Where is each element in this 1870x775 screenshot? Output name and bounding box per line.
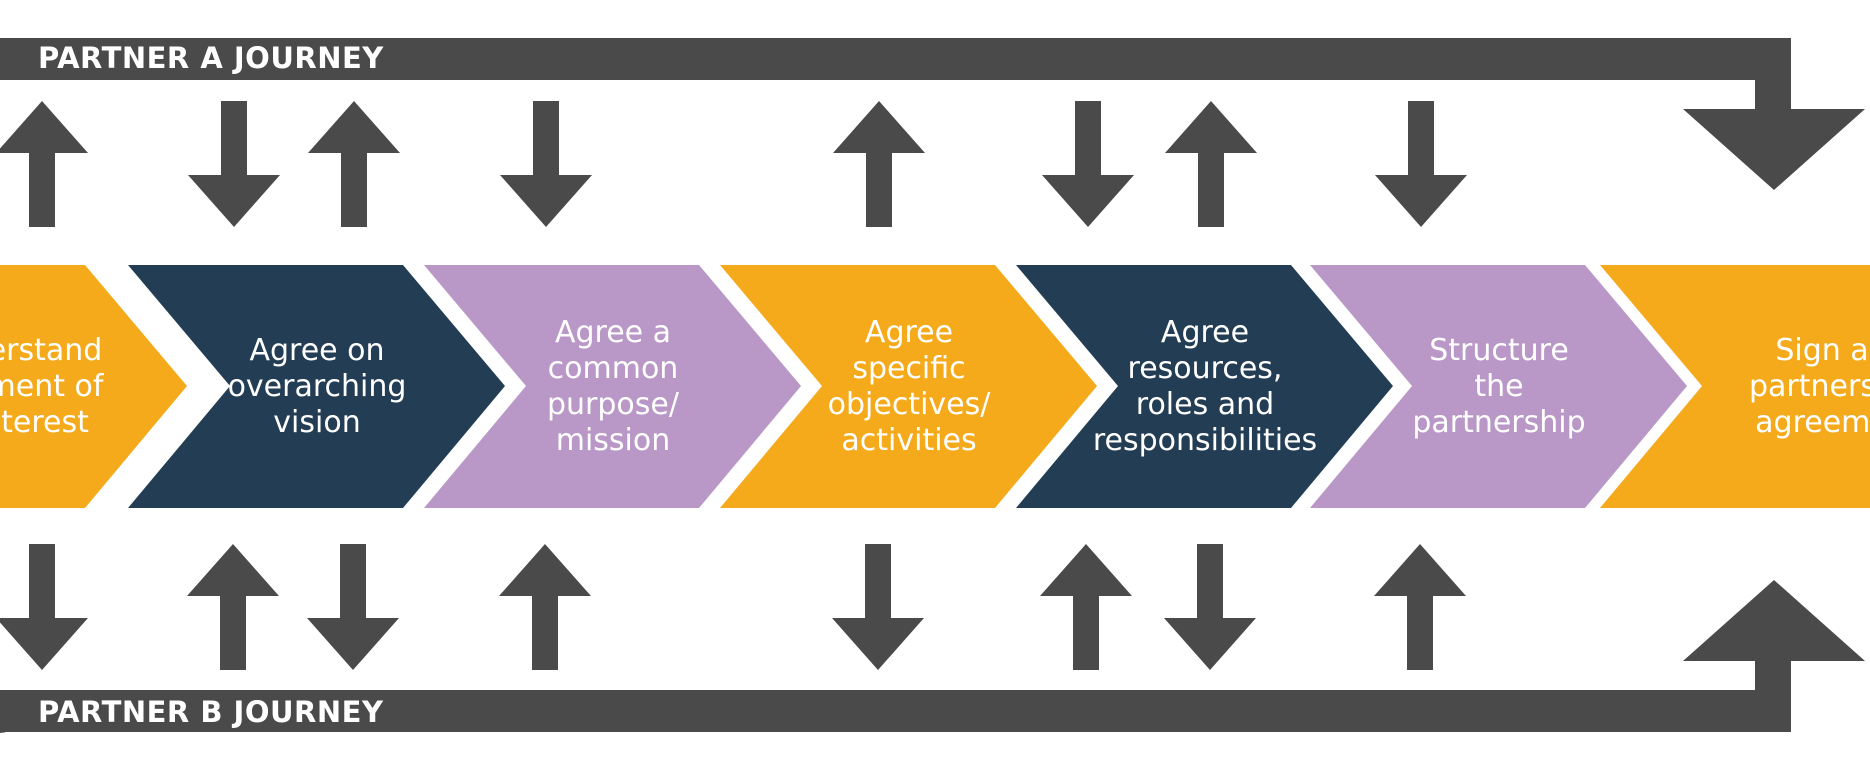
chevron-step-5-text: resources,: [1128, 351, 1283, 386]
bottom-down-arrow-icon: [832, 544, 924, 670]
chevron-step-5-text: Agree: [1161, 315, 1249, 350]
chevron-step-3: [424, 265, 801, 508]
chevron-step-6-text: Structure: [1429, 333, 1569, 368]
chevron-step-3-text: Agree a: [555, 315, 671, 350]
exchange-arrows: [0, 101, 1467, 670]
bottom-up-arrow-icon: [1040, 544, 1132, 670]
chevron-step-7-text: partnersh: [1749, 369, 1870, 404]
chevron-step-3-text: mission: [556, 423, 671, 458]
chevron-step-1-text: terest: [1, 405, 89, 440]
chevron-step-6: [1310, 265, 1687, 508]
chevron-step-5: [1016, 265, 1393, 508]
chevron-step-1: [0, 265, 187, 508]
chevron-step-4-text: specific: [852, 351, 965, 386]
partner-b-rail-arrow: [0, 580, 1865, 732]
chevron-step-6-text: partnership: [1412, 405, 1585, 440]
chevron-step-4-text: activities: [841, 423, 976, 458]
top-up-arrow-icon: [1165, 101, 1257, 227]
chevron-step-3-text: purpose/: [547, 387, 680, 422]
bottom-up-arrow-icon: [499, 544, 591, 670]
chevron-step-4-text: Agree: [865, 315, 953, 350]
bottom-up-arrow-icon: [1374, 544, 1466, 670]
bottom-down-arrow-icon: [307, 544, 399, 670]
chevron-step-5-text: roles and: [1136, 387, 1274, 422]
chevron-step-7-text: Sign a: [1775, 333, 1868, 368]
partner-a-rail-arrow: [0, 38, 1865, 190]
chevron-step-5-text: responsibilities: [1093, 423, 1317, 458]
chevron-step-6-text: the: [1474, 369, 1523, 404]
chevron-step-7-text: agreeme: [1755, 405, 1870, 440]
chevron-step-1-text: ment of: [0, 369, 105, 404]
chevron-step-4: [720, 265, 1097, 508]
top-up-arrow-icon: [833, 101, 925, 227]
top-up-arrow-icon: [0, 101, 88, 227]
top-down-arrow-icon: [1042, 101, 1134, 227]
chevron-step-4-text: objectives/: [828, 387, 992, 422]
chevron-step-2-text: vision: [273, 405, 360, 440]
top-down-arrow-icon: [188, 101, 280, 227]
partner-b-journey-label: PARTNER B JOURNEY: [38, 695, 384, 729]
top-down-arrow-icon: [1375, 101, 1467, 227]
chevron-step-2: [128, 265, 505, 508]
journey-rails: [0, 38, 1865, 733]
bottom-down-arrow-icon: [0, 544, 88, 670]
top-up-arrow-icon: [308, 101, 400, 227]
chevron-step-3-text: common: [548, 351, 679, 386]
top-down-arrow-icon: [500, 101, 592, 227]
chevron-step-7: [1600, 265, 1870, 508]
bottom-up-arrow-icon: [187, 544, 279, 670]
chevron-step-2-text: Agree on: [249, 333, 384, 368]
chevron-step-1-text: erstand: [0, 333, 102, 368]
partner-a-journey-label: PARTNER A JOURNEY: [38, 41, 384, 75]
bottom-down-arrow-icon: [1164, 544, 1256, 670]
chevron-step-2-text: overarching: [228, 369, 407, 404]
